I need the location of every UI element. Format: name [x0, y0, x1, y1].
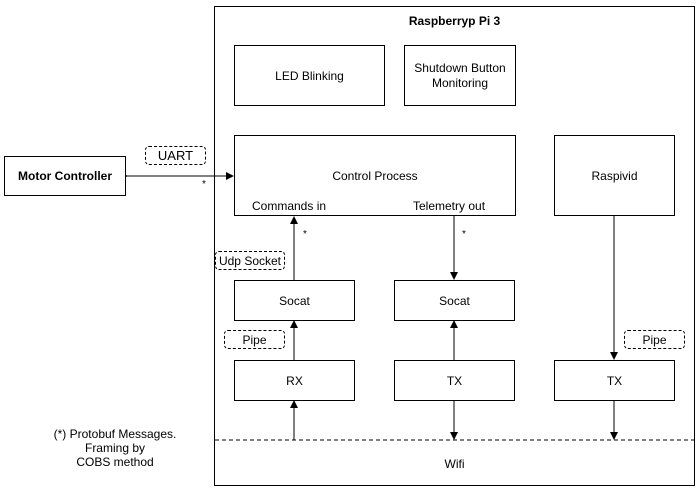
led-blinking-box: LED Blinking [234, 45, 385, 106]
shutdown-label-line1: Shutdown Button [414, 60, 506, 75]
rx-box: RX [234, 360, 355, 401]
udp-socket-tag: Udp Socket [215, 251, 285, 270]
tx-mid-label: TX [446, 373, 463, 388]
tx-mid-box: TX [394, 360, 515, 401]
pipe-right-label: Pipe [642, 332, 667, 347]
udp-socket-label: Udp Socket [218, 253, 282, 268]
container-title: Raspberryp Pi 3 [408, 14, 501, 28]
motor-controller-box: Motor Controller [4, 156, 126, 196]
commands-in-label: Commands in [252, 199, 327, 213]
footnote-line1: (*) Protobuf Messages. [53, 427, 177, 441]
wifi-label: Wifi [444, 457, 465, 471]
footnote-line3: COBS method [76, 455, 154, 469]
pipe-left-tag: Pipe [224, 330, 285, 349]
socat-right-box: Socat [394, 280, 515, 321]
pipe-left-label: Pipe [242, 332, 267, 347]
raspivid-box: Raspivid [554, 135, 675, 216]
shutdown-label-line2: Monitoring [431, 75, 489, 90]
rx-label: RX [286, 373, 303, 388]
commands-asterisk: * [303, 229, 307, 240]
raspivid-label: Raspivid [591, 168, 638, 183]
socat-left-label: Socat [279, 293, 310, 308]
motor-controller-label: Motor Controller [18, 169, 112, 183]
uart-asterisk: * [202, 179, 206, 190]
socat-right-label: Socat [439, 293, 470, 308]
tx-right-label: TX [606, 373, 623, 388]
telemetry-out-label: Telemetry out [413, 199, 486, 213]
tx-right-box: TX [554, 360, 675, 401]
pipe-right-tag: Pipe [624, 330, 685, 349]
footnote-line2: Framing by [84, 441, 146, 455]
uart-label: UART [157, 147, 194, 163]
footnote: (*) Protobuf Messages. Framing by COBS m… [30, 427, 200, 469]
uart-tag: UART [145, 146, 206, 165]
telemetry-asterisk: * [462, 229, 466, 240]
control-process-box [234, 135, 516, 216]
shutdown-monitoring-box: Shutdown Button Monitoring [404, 45, 516, 106]
control-process-label: Control Process [332, 169, 418, 183]
led-blinking-label: LED Blinking [275, 68, 344, 83]
socat-left-box: Socat [234, 280, 355, 321]
